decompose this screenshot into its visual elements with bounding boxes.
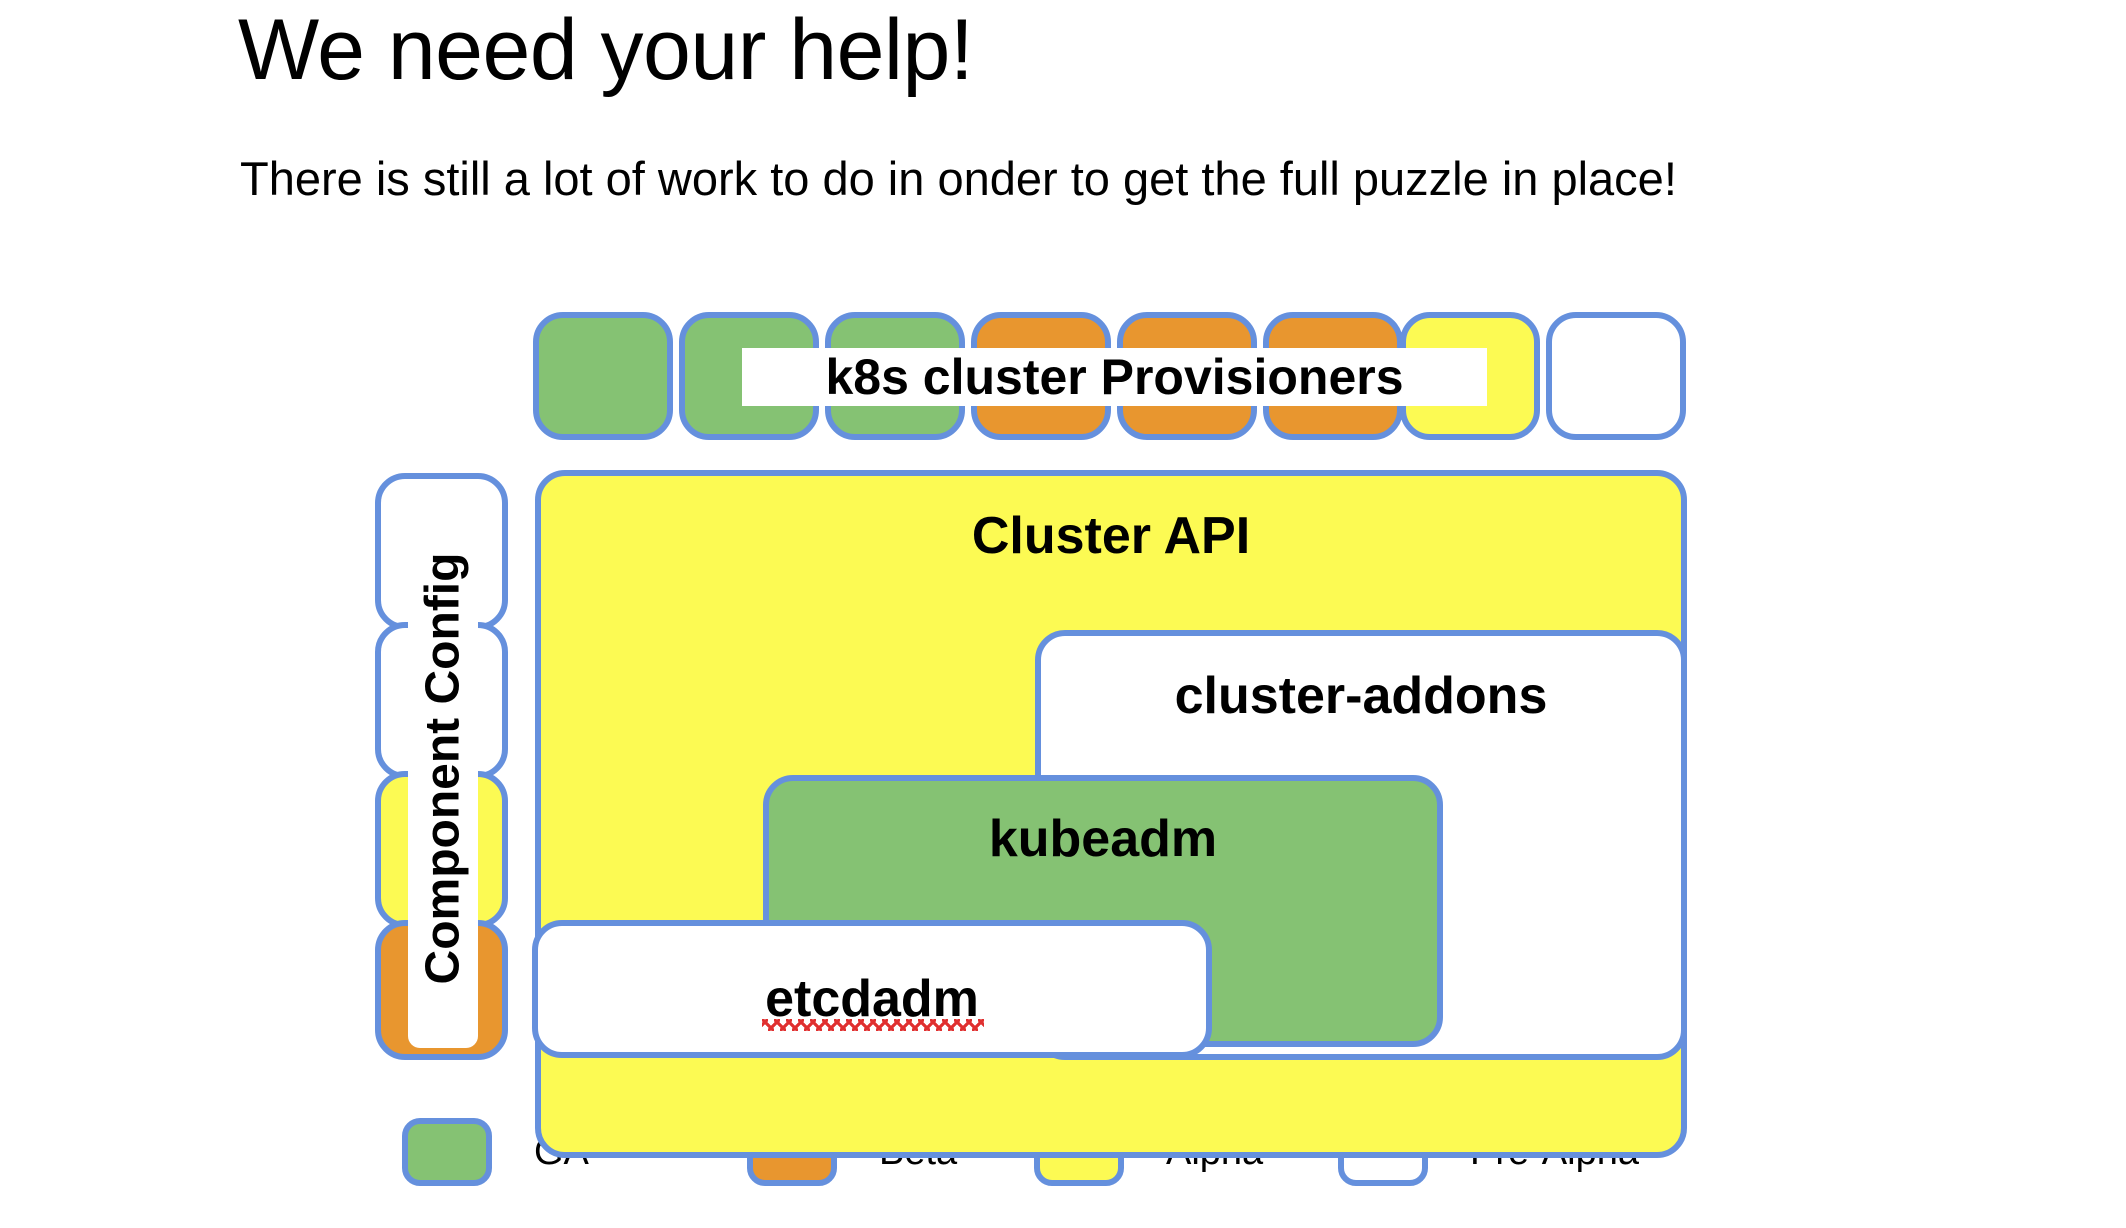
page-subtitle: There is still a lot of work to do in on… [240,152,1677,205]
node-etcdadm-label: etcdadm [765,970,979,1028]
node-kubeadm-label: kubeadm [988,810,1218,868]
provisioners-label: k8s cluster Provisioners [742,348,1487,406]
provisioner-box-1 [533,312,673,440]
component-config-label: Component Config [408,488,478,1048]
node-cluster-addons-label: cluster-addons [1174,667,1548,725]
spellcheck-underline-icon [762,1019,984,1031]
node-etcdadm [532,920,1212,1058]
node-cluster-api-label: Cluster API [971,507,1251,565]
page-title: We need your help! [238,2,974,98]
component-config-label-text: Component Config [416,552,470,984]
provisioner-box-8 [1546,312,1686,440]
legend-swatch-ga-icon [402,1118,492,1186]
